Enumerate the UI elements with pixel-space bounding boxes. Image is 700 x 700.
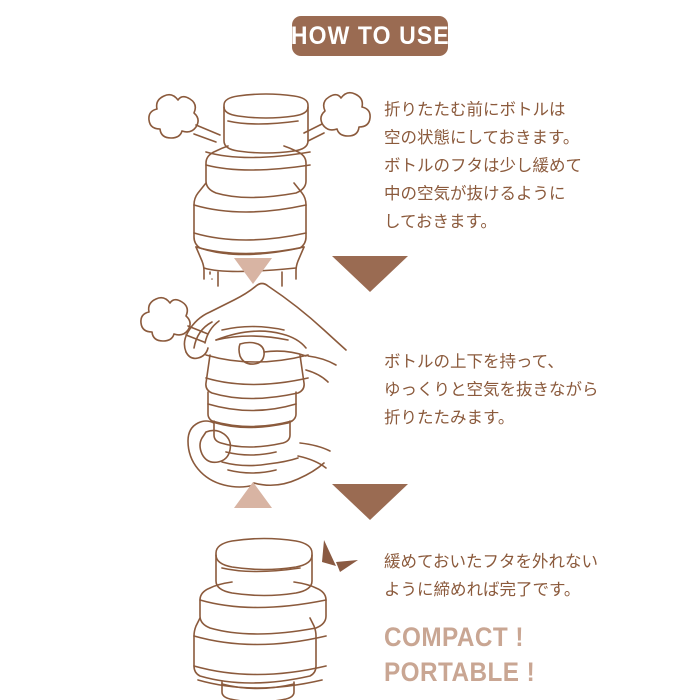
tagline-portable: PORTABLE !	[384, 657, 536, 687]
air-puff-right-icon	[303, 91, 371, 142]
how-to-use-badge-label: HOW TO USE	[290, 21, 450, 50]
step-3-line-1: 緩めておいたフタを外れない	[384, 552, 599, 571]
step-3-description: 緩めておいたフタを外れない ように締めれば完了です。	[384, 548, 598, 604]
arrow-2-small	[234, 482, 272, 508]
how-to-use-badge: HOW TO USE	[290, 16, 450, 56]
sparkle-marks-icon	[322, 540, 358, 572]
tagline-compact: COMPACT !	[384, 622, 524, 652]
arrow-2-large	[332, 484, 408, 520]
step-2-line-1: ボトルの上下を持って、	[384, 352, 564, 371]
step-1-description: 折りたたむ前にボトルは 空の状態にしておきます。 ボトルのフタは少し緩めて 中の…	[384, 96, 582, 236]
arrow-1-large	[332, 256, 408, 292]
bottle-collapsed-illustration	[193, 537, 327, 700]
arrow-1-small	[234, 258, 272, 284]
step-2-line-2: ゆっくりと空気を抜きながら	[384, 380, 599, 399]
step-1-line-5: しておきます。	[384, 212, 497, 231]
step-3-line-2: ように締めれば完了です。	[384, 580, 581, 599]
step-1-line-2: 空の状態にしておきます。	[384, 128, 580, 147]
step-1-line-4: 中の空気が抜けるように	[384, 184, 566, 203]
hands-collapsing-bottle-illustration	[183, 282, 347, 488]
product-tagline: COMPACT ! PORTABLE !	[384, 620, 535, 690]
step-1-line-3: ボトルのフタは少し緩めて	[384, 156, 582, 175]
step-2-description: ボトルの上下を持って、 ゆっくりと空気を抜きながら 折りたたみます。	[384, 348, 599, 432]
air-puff-step2-icon	[140, 296, 209, 343]
step-1-line-1: 折りたたむ前にボトルは	[384, 100, 566, 119]
step-2-line-3: 折りたたみます。	[384, 408, 515, 427]
air-puff-left-icon	[148, 93, 221, 143]
bottle-upright-illustration	[193, 93, 311, 287]
